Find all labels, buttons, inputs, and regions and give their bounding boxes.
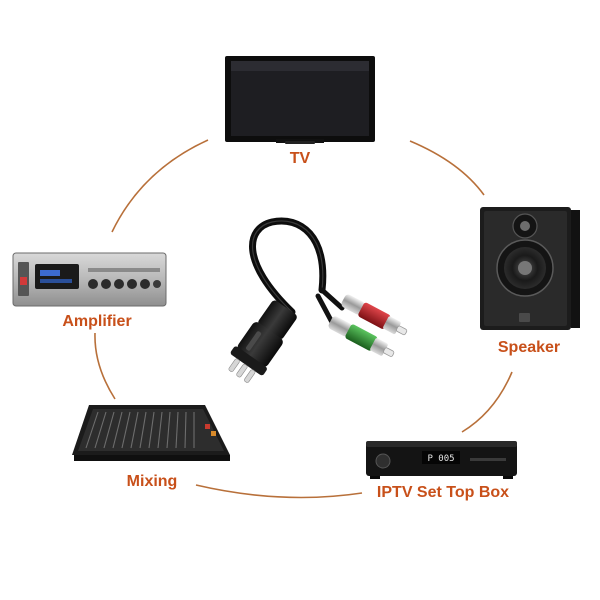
xlr-to-rca-y-cable-icon: [228, 217, 408, 383]
arc-iptv-to-mixing: [195, 484, 363, 499]
arc-speaker-to-iptv: [461, 371, 513, 433]
wire-red: [319, 287, 345, 311]
speaker-label: Speaker: [497, 339, 561, 356]
xlr-male-connector: [228, 300, 297, 383]
cable-loop: [249, 217, 327, 316]
mixing-label: Mixing: [126, 473, 178, 490]
speaker-icon: [480, 207, 580, 330]
arc-tv-to-speaker: [409, 140, 485, 196]
rca-plug-red: [341, 294, 408, 336]
tv-icon: [225, 56, 375, 144]
iptv-set-top-box-label: IPTV Set Top Box: [376, 484, 510, 501]
rca-plug-green: [328, 316, 395, 357]
tv-label: TV: [289, 150, 311, 167]
arc-amplifier-to-tv: [111, 139, 209, 233]
amplifier-label: Amplifier: [62, 313, 132, 330]
connection-ring: [94, 139, 513, 499]
iptv-set-top-box-icon: P 005: [366, 441, 517, 479]
amplifier-icon: [12, 252, 167, 307]
mixing-console-icon: [72, 405, 230, 461]
arc-mixing-to-amplifier: [94, 332, 116, 400]
iptv-display-readout: P 005: [427, 454, 454, 464]
